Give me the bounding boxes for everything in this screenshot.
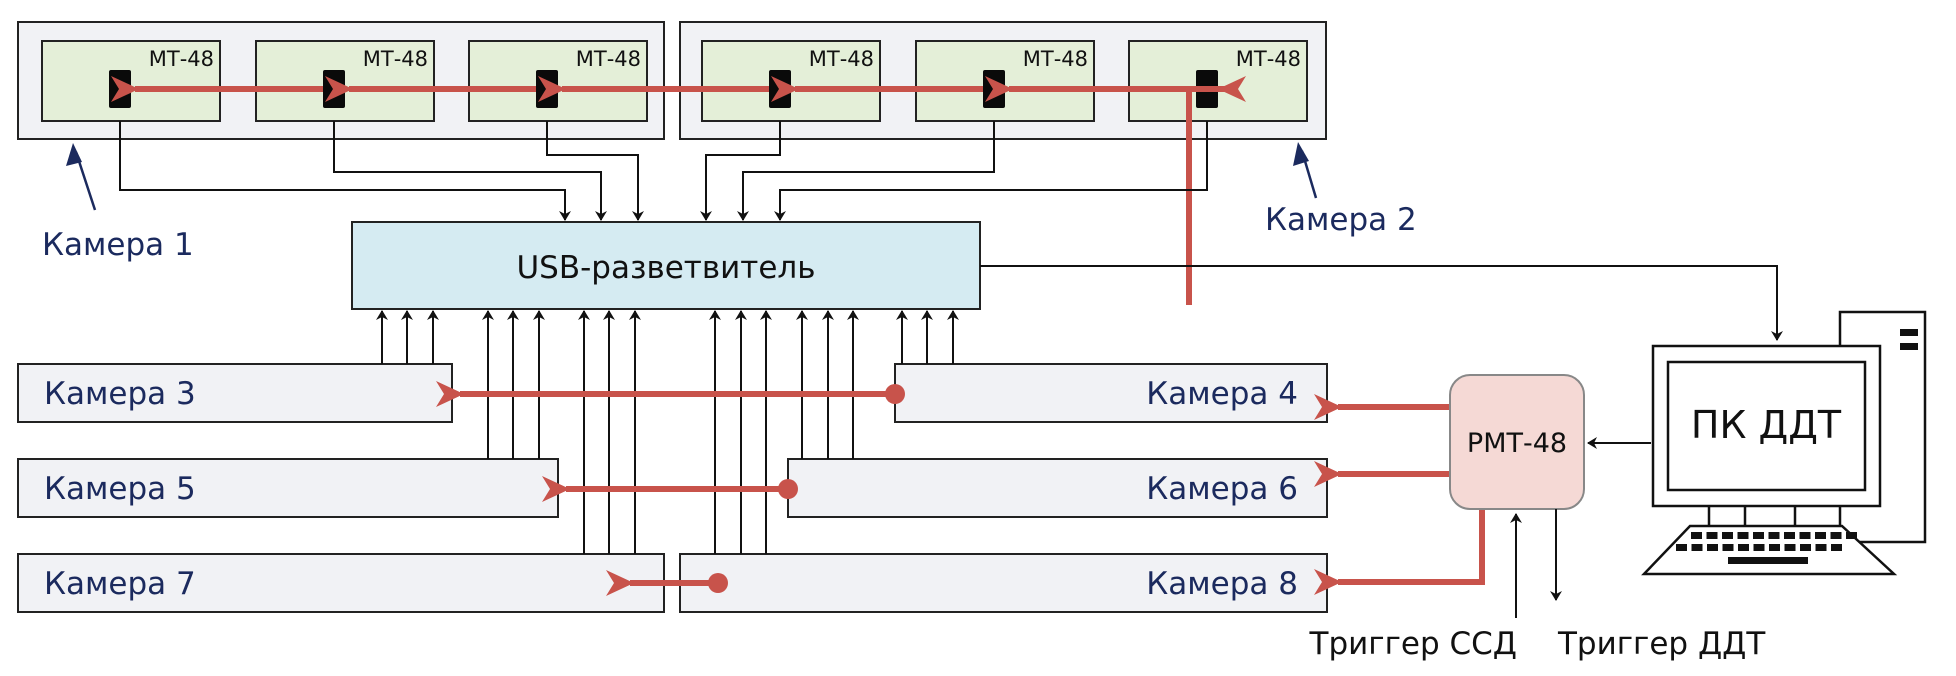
camera-3-box: Камера 3 [17, 363, 453, 423]
hub-to-pc-line [980, 265, 1783, 341]
key-icon [1707, 544, 1718, 551]
sync-line-cam4-to-cam3 [436, 381, 905, 407]
camera-2-label: Камера 2 [1265, 202, 1417, 238]
sync-node-cam4 [885, 384, 905, 404]
key-icon [1768, 532, 1780, 539]
usb-cable [333, 121, 607, 221]
sensor-connector [109, 70, 131, 108]
mt-48-label: МТ-48 [1023, 47, 1088, 71]
key-icon [1753, 532, 1764, 539]
key-icon [1676, 544, 1687, 551]
key-icon [1706, 532, 1718, 539]
key-icon [1691, 532, 1702, 539]
key-icon [1722, 532, 1733, 539]
key-icon [1846, 532, 1857, 539]
rmt-48-controller: РМТ-48 [1449, 374, 1585, 510]
sync-line-cam6-to-cam5 [542, 476, 798, 502]
mt-48-module: МТ-48 [915, 40, 1095, 122]
usb-cable [546, 121, 644, 221]
camera-7-box: Камера 7 [17, 553, 665, 613]
pc-icon: ПК ДДТ [1641, 310, 1927, 576]
mt-48-label: МТ-48 [149, 47, 214, 71]
camera-4-label: Камера 4 [1146, 376, 1298, 412]
sync-out-to-cam8 [1314, 505, 1485, 595]
rmt-48-label: РМТ-48 [1467, 428, 1567, 459]
camera-6-box: Камера 6 [787, 458, 1328, 518]
usb-hub: USB-разветвитель [351, 221, 981, 310]
spacebar-icon [1728, 557, 1808, 564]
mt-48-module: МТ-48 [255, 40, 435, 122]
sync-line-cam8-to-cam7 [606, 570, 728, 596]
camera-1-label: Камера 1 [42, 227, 194, 263]
sensor-connector [323, 70, 345, 108]
camera-3-label: Камера 3 [44, 376, 196, 412]
camera-7-label: Камера 7 [44, 566, 196, 602]
mt-48-label: МТ-48 [1236, 47, 1301, 71]
key-icon [1738, 544, 1749, 551]
key-icon [1830, 532, 1842, 539]
pc-label: ПК ДДТ [1691, 403, 1842, 447]
key-icon [1815, 532, 1826, 539]
key-icon [1722, 544, 1734, 551]
camera-8-label: Камера 8 [1146, 566, 1298, 602]
camera-1-pointer: Камера 1 [42, 143, 194, 263]
usb-cable [700, 121, 781, 221]
key-icon [1769, 544, 1780, 551]
camera-2-pointer: Камера 2 [1265, 142, 1417, 238]
key-icon [1800, 544, 1811, 551]
key-icon [1799, 532, 1811, 539]
camera-6-label: Камера 6 [1146, 471, 1298, 507]
trigger-ssd-label: Триггер ССД [1309, 626, 1517, 662]
mt-48-module: МТ-48 [1128, 40, 1308, 122]
usb-cable [119, 121, 571, 221]
camera-4-box: Камера 4 [894, 363, 1328, 423]
key-icon [1737, 532, 1749, 539]
mt-48-label: МТ-48 [809, 47, 874, 71]
camera-5-label: Камера 5 [44, 471, 196, 507]
mt-48-label: МТ-48 [576, 47, 641, 71]
usb-hub-label: USB-разветвитель [516, 250, 815, 286]
mt-48-label: МТ-48 [363, 47, 428, 71]
key-icon [1815, 544, 1827, 551]
mt-48-module: МТ-48 [701, 40, 881, 122]
mt-48-module: МТ-48 [41, 40, 221, 122]
key-icon [1831, 544, 1842, 551]
usb-cable [774, 121, 1208, 221]
key-icon [1784, 532, 1795, 539]
sensor-connector [769, 70, 791, 108]
sync-node-cam6 [778, 479, 798, 499]
trigger-ddt-label: Триггер ДДТ [1557, 626, 1766, 662]
usb-cable [737, 121, 995, 221]
key-icon [1753, 544, 1765, 551]
sensor-connector [983, 70, 1005, 108]
key-icon [1691, 544, 1703, 551]
camera-5-box: Камера 5 [17, 458, 559, 518]
sensor-connector [536, 70, 558, 108]
camera-8-box: Камера 8 [679, 553, 1328, 613]
sync-node-cam8 [708, 573, 728, 593]
key-icon [1784, 544, 1796, 551]
mt-48-module: МТ-48 [468, 40, 648, 122]
